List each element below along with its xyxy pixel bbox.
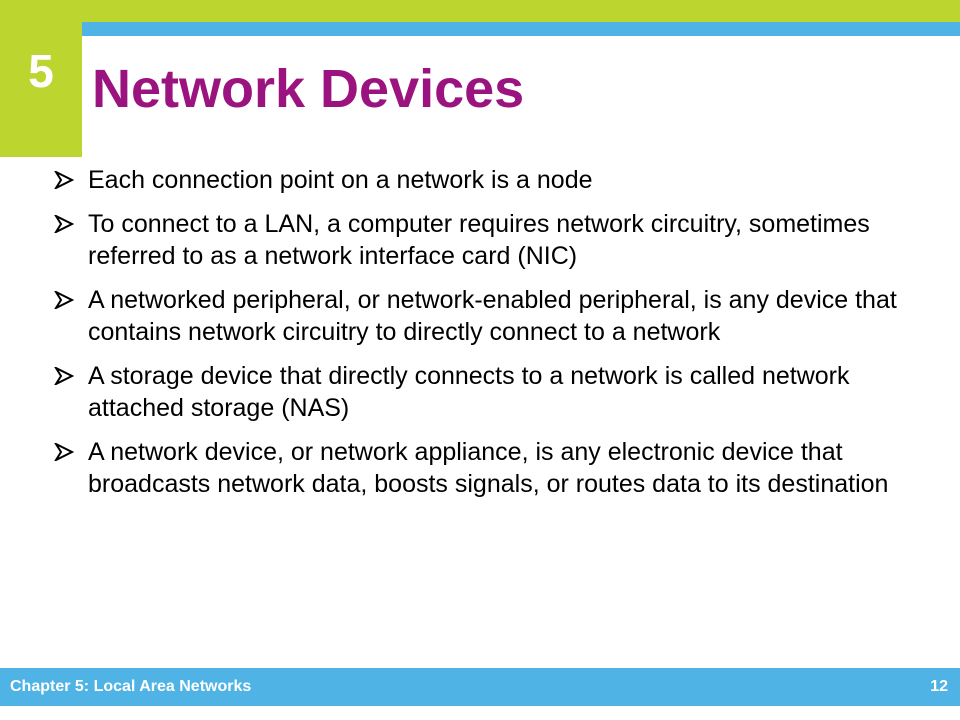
arrowhead-bullet-icon bbox=[52, 436, 80, 468]
bullet-item: A networked peripheral, or network-enabl… bbox=[52, 284, 944, 348]
chapter-badge bbox=[0, 22, 82, 157]
arrowhead-bullet-icon bbox=[52, 284, 80, 316]
top-blue-stripe bbox=[82, 22, 960, 36]
bullet-text: A network device, or network appliance, … bbox=[88, 438, 889, 498]
arrowhead-bullet-icon bbox=[52, 164, 80, 196]
top-accent-bar bbox=[0, 0, 960, 22]
footer-chapter-label: Chapter 5: Local Area Networks bbox=[10, 678, 252, 695]
bullet-list: Each connection point on a network is a … bbox=[52, 164, 944, 512]
chapter-number: 5 bbox=[28, 45, 54, 97]
bullet-text: A storage device that directly connects … bbox=[88, 362, 850, 422]
arrowhead-bullet-icon bbox=[52, 360, 80, 392]
slide-title: Network Devices bbox=[92, 59, 525, 119]
bullet-text: Each connection point on a network is a … bbox=[88, 166, 593, 194]
bullet-text: A networked peripheral, or network-enabl… bbox=[88, 286, 897, 346]
bullet-item: A storage device that directly connects … bbox=[52, 360, 944, 424]
bullet-text: To connect to a LAN, a computer requires… bbox=[88, 210, 870, 270]
bullet-item: Each connection point on a network is a … bbox=[52, 164, 944, 196]
page-number: 12 bbox=[930, 678, 948, 695]
bullet-item: A network device, or network appliance, … bbox=[52, 436, 944, 500]
arrowhead-bullet-icon bbox=[52, 208, 80, 240]
footer-bar: Chapter 5: Local Area Networks 12 bbox=[0, 668, 960, 706]
bullet-item: To connect to a LAN, a computer requires… bbox=[52, 208, 944, 272]
